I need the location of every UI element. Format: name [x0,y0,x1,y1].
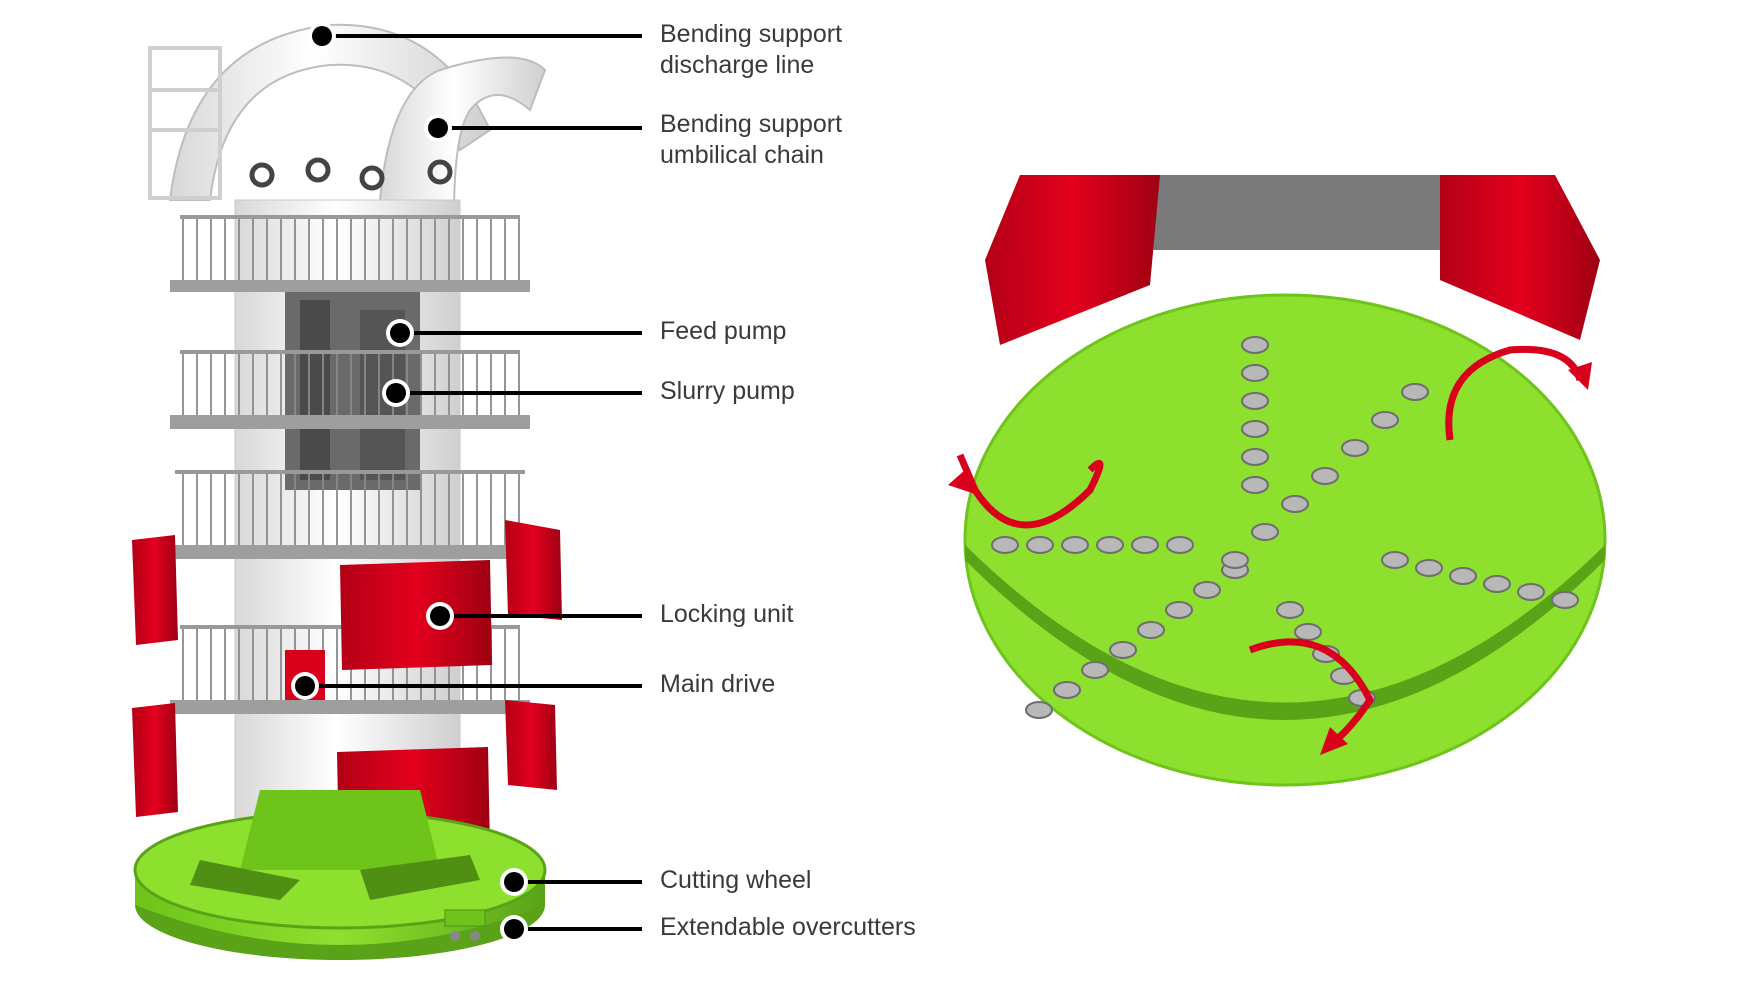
leader-umbilical-chain [438,126,642,130]
disc-cutter [1241,420,1269,438]
label-cutting-wheel: Cutting wheel [660,866,812,894]
dot-cutting-wheel [504,872,524,892]
disc-cutter [1341,439,1369,457]
leader-cutting-wheel [514,880,642,884]
disc-cutter [1096,536,1124,554]
disc-cutters [991,336,1579,719]
disc-cutter [1241,364,1269,382]
disc-cutter [1241,476,1269,494]
disc-cutter [1276,601,1304,619]
label-bending-support-umbilical-chain: Bending support umbilical chain [660,110,843,169]
disc-cutter [1281,495,1309,513]
leader-discharge-line [322,34,642,38]
disc-cutter [991,536,1019,554]
disc-cutter [1311,467,1339,485]
disc-cutter [1131,536,1159,554]
disc-cutter [1165,601,1193,619]
leader-main-drive [305,684,642,688]
disc-cutter [1241,336,1269,354]
disc-cutter [1081,661,1109,679]
disc-cutter [1193,581,1221,599]
arrow-heads [948,362,1592,755]
disc-cutter [1137,621,1165,639]
disc-cutter [1371,411,1399,429]
disc-cutter [1294,623,1322,641]
rotation-arrows [956,345,1584,748]
disc-cutter [1251,523,1279,541]
cutting-wheel [133,790,547,960]
leader-overcutters [514,927,642,931]
disc-cutter [1026,536,1054,554]
label-slurry-pump: Slurry pump [660,377,795,405]
dot-locking-unit [430,606,450,626]
leader-locking-unit [440,614,642,618]
disc-cutter [1401,383,1429,401]
disc-cutter [1241,448,1269,466]
disc-cutter [1025,701,1053,719]
upper-platform [170,215,530,429]
disc-cutter [1381,551,1409,569]
extendable-overcutters [444,909,486,941]
disc-cutter [1241,392,1269,410]
disc-cutter [1053,681,1081,699]
disc-cutter [1061,536,1089,554]
disc-cutter [1483,575,1511,593]
label-locking-unit: Locking unit [660,600,794,628]
leader-slurry-pump [396,391,642,395]
disc-cutter [1551,591,1579,609]
disc-cutter [1517,583,1545,601]
disc-cutter [1221,551,1249,569]
label-main-drive: Main drive [660,670,776,698]
dot-slurry-pump [386,383,406,403]
label-bending-support-discharge-line: Bending support discharge line [660,20,843,79]
disc-cutter [1415,559,1443,577]
disc-cutter [1166,536,1194,554]
disc-cutter [1109,641,1137,659]
dot-overcutters [504,919,524,939]
label-feed-pump: Feed pump [660,317,787,345]
dot-main-drive [295,676,315,696]
dot-discharge-line [312,26,332,46]
leader-feed-pump [400,331,642,335]
label-extendable-overcutters: Extendable overcutters [660,913,916,941]
dot-feed-pump [390,323,410,343]
lower-platform [165,470,535,714]
disc-cutter [1449,567,1477,585]
dot-umbilical-chain [428,118,448,138]
